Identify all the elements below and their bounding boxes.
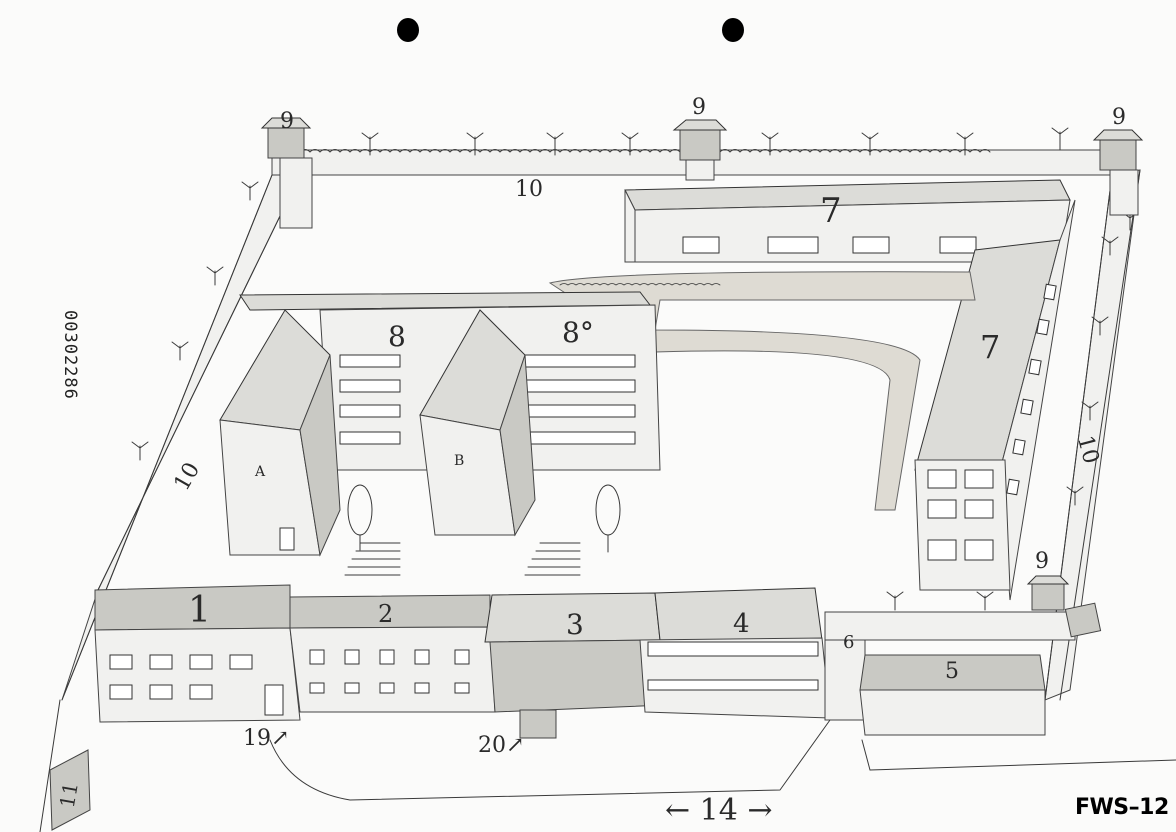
side-serial-number: 00302286 xyxy=(60,310,80,400)
label-wing-a: A xyxy=(254,464,266,480)
label-gate-11: 11 xyxy=(55,780,83,809)
punch-hole-right xyxy=(722,18,744,42)
label-building-8-right: 8° xyxy=(562,316,594,349)
label-wing-b: B xyxy=(454,453,464,469)
watch-towers xyxy=(260,117,1144,638)
stairs-and-trees xyxy=(344,484,621,576)
label-wall-10-north: 10 xyxy=(515,177,543,202)
building-1 xyxy=(94,627,301,723)
label-tower-9-se: 9 xyxy=(1035,549,1049,574)
building-7-diamond-windows xyxy=(1006,283,1057,496)
building-4-windows xyxy=(647,641,819,691)
punch-hole-left xyxy=(397,18,419,42)
label-building-8-left: 8 xyxy=(388,320,406,353)
document-code: FWS–12 xyxy=(1075,795,1169,820)
building-6 xyxy=(824,639,866,721)
barbed-wire-posts xyxy=(131,127,1139,611)
hut-20 xyxy=(519,709,557,739)
label-tower-9-n: 9 xyxy=(692,95,706,120)
wing-a xyxy=(219,309,341,557)
building-8 xyxy=(219,291,661,576)
east-gate-hut xyxy=(1064,602,1102,638)
building-7-east-side xyxy=(999,199,1076,601)
building-1-windows xyxy=(109,654,284,716)
label-building-7-east: 7 xyxy=(980,328,1000,366)
label-tower-9-nw: 9 xyxy=(280,109,294,134)
building-7-windows xyxy=(682,236,977,254)
south-east-wall xyxy=(824,611,1076,641)
road xyxy=(39,699,1176,832)
wing-b xyxy=(419,309,536,537)
label-entrance-19: 19↗ xyxy=(243,726,289,751)
building-3 xyxy=(489,639,666,713)
label-building-3: 3 xyxy=(566,608,584,641)
label-building-4: 4 xyxy=(733,609,750,639)
building-7 xyxy=(624,179,1076,601)
building-8-windows xyxy=(339,354,636,445)
building-7-end-windows xyxy=(927,469,994,561)
building-2 xyxy=(289,626,496,713)
label-entrance-20: 20↗ xyxy=(478,733,524,758)
label-road-14: ← 14 → xyxy=(665,793,773,828)
label-tower-9-ne: 9 xyxy=(1112,105,1126,130)
tower-ne xyxy=(1092,129,1144,216)
label-building-7-north: 7 xyxy=(820,191,842,231)
label-wall-10-west: 10 xyxy=(170,458,206,495)
building-2-windows xyxy=(309,649,470,694)
building-5 xyxy=(859,689,1046,736)
label-building-1: 1 xyxy=(188,590,211,631)
label-building-2: 2 xyxy=(378,600,393,628)
tower-nw xyxy=(260,117,313,229)
gate-11-sign xyxy=(49,749,91,831)
building-5-6 xyxy=(824,639,1046,736)
tower-se xyxy=(1026,575,1070,611)
label-building-5: 5 xyxy=(945,659,959,684)
label-building-6: 6 xyxy=(843,632,854,653)
tower-n xyxy=(672,119,728,181)
front-buildings xyxy=(94,584,831,739)
